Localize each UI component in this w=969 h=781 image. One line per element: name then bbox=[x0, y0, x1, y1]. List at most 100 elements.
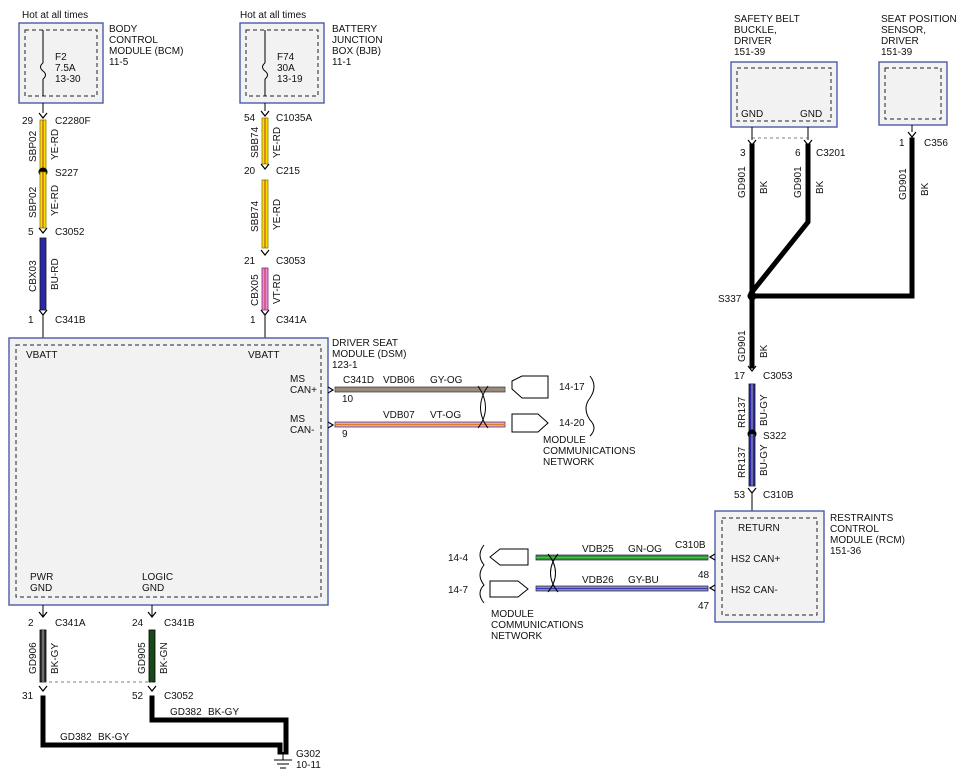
wire-code: GD905 bbox=[137, 642, 148, 674]
network-label: COMMUNICATIONS bbox=[543, 446, 636, 457]
pin-label: 1 bbox=[250, 315, 256, 326]
gnd-label: GND bbox=[800, 109, 822, 120]
bcm-title: 11-5 bbox=[109, 57, 129, 68]
twisted-pair-icon bbox=[547, 553, 559, 593]
pin-label: 52 bbox=[132, 691, 144, 702]
dsm-title: 123-1 bbox=[332, 360, 358, 371]
gnd-label: GND bbox=[741, 109, 763, 120]
connector-label: C341B bbox=[164, 618, 195, 629]
page-ref: 14-4 bbox=[448, 553, 468, 564]
pin-label: 5 bbox=[28, 227, 34, 238]
ms-can-minus-label: CAN- bbox=[290, 425, 314, 436]
wire-code: GD901 bbox=[898, 168, 909, 200]
wire-bk-gn bbox=[148, 629, 156, 683]
pin-label: 29 bbox=[22, 116, 34, 127]
connector-label: C356 bbox=[924, 138, 948, 149]
connector-label: C341B bbox=[55, 315, 86, 326]
circuit-1: 29 C2280F SBP02 YE-RD S227 SBP02 YE-RD 5… bbox=[22, 103, 91, 338]
vbatt-label: VBATT bbox=[248, 350, 279, 361]
pin-label: 24 bbox=[132, 618, 144, 629]
pin-label: 54 bbox=[244, 113, 256, 124]
connector-label: C3053 bbox=[763, 371, 793, 382]
wire-code: VDB06 bbox=[383, 375, 415, 386]
connector-label: C3053 bbox=[276, 256, 306, 267]
wire-code: SBB74 bbox=[250, 200, 261, 232]
connector-arrow-icon bbox=[489, 548, 529, 566]
pin-label: 17 bbox=[734, 371, 746, 382]
connector-label: C3201 bbox=[816, 148, 846, 159]
splice-label: S337 bbox=[718, 294, 742, 305]
wire-code: CBX05 bbox=[250, 274, 261, 306]
splice-label: S227 bbox=[55, 168, 79, 179]
connector-arrow-icon bbox=[489, 580, 529, 598]
wire-code: GD906 bbox=[28, 642, 39, 674]
rcm-ground-circuit: S337 GD901 BK 17 C3053 RR137 BU-GY S322 … bbox=[718, 291, 794, 511]
twisted-pair-icon bbox=[477, 385, 489, 429]
pin-label: 10 bbox=[342, 394, 354, 405]
sensor-title: DRIVER bbox=[881, 36, 919, 47]
wire-code: SBB74 bbox=[250, 126, 261, 158]
wire-color: YE-RD bbox=[272, 199, 283, 230]
wire-code: GD901 bbox=[737, 330, 748, 362]
sensor-title: SENSOR, bbox=[881, 25, 926, 36]
pin-label: 21 bbox=[244, 256, 256, 267]
pwr-gnd-label: PWR bbox=[30, 572, 53, 583]
wire-color: VT-RD bbox=[272, 274, 283, 304]
network-label: MODULE bbox=[543, 435, 586, 446]
wire-color: YE-RD bbox=[272, 127, 283, 158]
bcm-title: MODULE (BCM) bbox=[109, 46, 183, 57]
bracket-icon bbox=[479, 544, 485, 604]
sensor-title: SEAT POSITION bbox=[881, 14, 957, 25]
wire-color: BU-GY bbox=[759, 394, 770, 426]
splice-label: S322 bbox=[763, 431, 787, 442]
wire-code: SBP02 bbox=[28, 130, 39, 162]
rcm-box bbox=[714, 510, 825, 623]
wire-code: GD901 bbox=[793, 166, 804, 198]
ground-ref: 10-11 bbox=[296, 760, 321, 771]
wire-color: GY-OG bbox=[430, 375, 463, 386]
wire-code: GD382 bbox=[170, 707, 202, 718]
bcm-box bbox=[18, 22, 104, 104]
bcm-hot-label: Hot at all times bbox=[22, 10, 88, 21]
safety-belt-buckle: SAFETY BELT BUCKLE, DRIVER 151-39 GND GN… bbox=[730, 14, 846, 299]
page-ref: 14-20 bbox=[559, 418, 585, 429]
seat-position-sensor: SEAT POSITION SENSOR, DRIVER 151-39 1 C3… bbox=[749, 14, 957, 299]
pin-label: 48 bbox=[698, 570, 710, 581]
ground-icon bbox=[274, 752, 292, 769]
wire-bu-rd bbox=[39, 237, 47, 311]
page-ref: 14-17 bbox=[559, 382, 585, 393]
wire-color: BK bbox=[920, 182, 931, 196]
ms-can-plus-label: CAN+ bbox=[290, 385, 317, 396]
wire-color: BU-RD bbox=[50, 258, 61, 290]
vbatt-label: VBATT bbox=[26, 350, 57, 361]
wire-code: VDB25 bbox=[582, 544, 614, 555]
pin-label: 1 bbox=[28, 315, 34, 326]
pin-label: 3 bbox=[740, 148, 746, 159]
bjb-title: BOX (BJB) bbox=[332, 46, 381, 57]
wire-color: BK-GY bbox=[208, 707, 239, 718]
belt-title: 151-39 bbox=[734, 47, 766, 58]
wire-code: CBX03 bbox=[28, 260, 39, 292]
fuse-rating: 30A bbox=[277, 63, 295, 74]
connector-label: C341A bbox=[55, 618, 86, 629]
belt-box bbox=[730, 61, 838, 128]
bjb-title: BATTERY bbox=[332, 24, 378, 35]
bjb-fuse-block: Hot at all times F74 30A 13-19 BATTERY J… bbox=[239, 10, 383, 104]
wire-code: SBP02 bbox=[28, 186, 39, 218]
connector-label: C3052 bbox=[164, 691, 194, 702]
belt-title: BUCKLE, bbox=[734, 25, 777, 36]
rcm-title: RESTRAINTS bbox=[830, 513, 894, 524]
pin-label: 2 bbox=[28, 618, 34, 629]
belt-title: SAFETY BELT bbox=[734, 14, 800, 25]
wire-color: BK-GY bbox=[98, 732, 129, 743]
pin-label: 31 bbox=[22, 691, 34, 702]
wire-code: RR137 bbox=[737, 396, 748, 428]
wire-code: VDB07 bbox=[383, 410, 415, 421]
network-label: MODULE bbox=[491, 609, 534, 620]
pin-label: 20 bbox=[244, 166, 256, 177]
driver-seat-module: VBATT VBATT MS CAN+ MS CAN- PWR GND LOGI… bbox=[8, 337, 406, 606]
pin-label: 6 bbox=[795, 148, 801, 159]
wire-color: BK bbox=[759, 344, 770, 358]
pin-label: 47 bbox=[698, 601, 710, 612]
